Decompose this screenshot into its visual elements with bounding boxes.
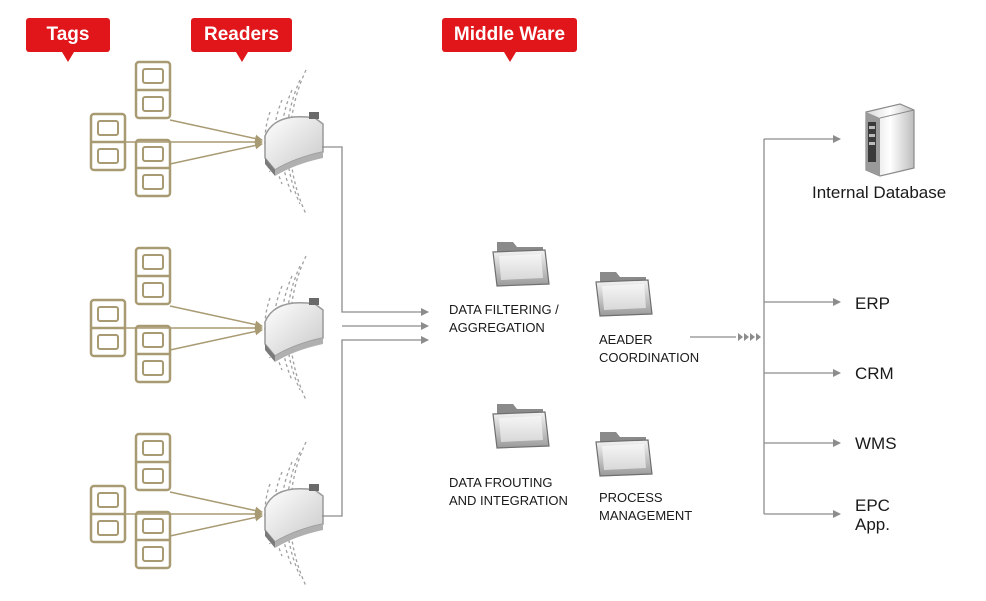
coordination-label: AEADER COORDINATION xyxy=(599,331,699,367)
database-label: Internal Database xyxy=(812,183,947,202)
process-folder-icon xyxy=(595,431,653,477)
reader-group-1 xyxy=(91,62,323,214)
filtering-label: DATA FILTERING / AGGREGATION xyxy=(449,301,559,337)
process-label: PROCESS MANAGEMENT xyxy=(599,489,692,525)
crm-label: CRM xyxy=(855,364,894,383)
coordination-folder-icon xyxy=(595,271,653,317)
database-server-icon xyxy=(865,103,915,177)
routing-label-line-1: DATA FROUTING xyxy=(449,475,553,490)
coordination-label-line-1: AEADER xyxy=(599,332,653,347)
epc-label-line-1: EPC xyxy=(855,496,890,515)
routing-label: DATA FROUTING AND INTEGRATION xyxy=(449,474,568,510)
reader-group-2 xyxy=(91,248,323,400)
reader-group-3 xyxy=(91,434,323,586)
readers-callout: Readers xyxy=(191,18,292,62)
filtering-label-line-2: AGGREGATION xyxy=(449,320,545,335)
wms-label: WMS xyxy=(855,434,897,453)
output-bus xyxy=(763,135,841,518)
process-label-line-1: PROCESS xyxy=(599,490,663,505)
filtering-label-line-1: DATA FILTERING / xyxy=(449,302,559,317)
filtering-folder-icon xyxy=(492,241,550,287)
erp-label: ERP xyxy=(855,294,890,313)
coordination-label-line-2: COORDINATION xyxy=(599,350,700,365)
routing-label-line-2: AND INTEGRATION xyxy=(449,493,568,508)
epc-label-line-2: App. xyxy=(855,515,890,534)
reader-connectors xyxy=(322,146,429,517)
process-label-line-2: MANAGEMENT xyxy=(599,508,693,523)
routing-folder-icon xyxy=(492,403,550,449)
middleware-output-arrow xyxy=(690,333,761,341)
epc-label: EPC App. xyxy=(855,496,890,534)
middleware-callout: Middle Ware xyxy=(442,18,577,62)
tags-callout: Tags xyxy=(26,18,110,62)
